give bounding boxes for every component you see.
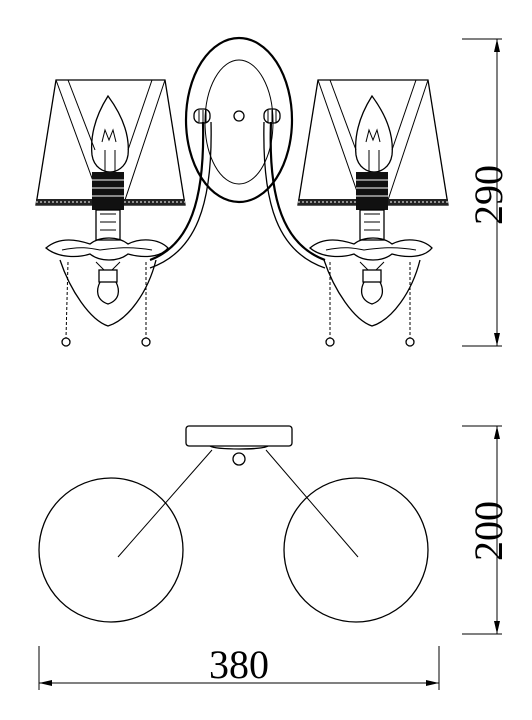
dimension-depth-label: 200 (466, 501, 511, 561)
front-view: 290 (35, 36, 511, 347)
socket-right (356, 172, 388, 241)
arm-right (263, 121, 326, 269)
top-view: 200 380 (38, 425, 511, 690)
flower-cup-right (308, 237, 433, 327)
dimension-height: 290 (462, 38, 511, 347)
lamp-right (297, 79, 449, 347)
top-shade-right (283, 477, 429, 623)
wall-backplate (184, 36, 294, 204)
arm-left (149, 121, 212, 269)
dimension-height-label: 290 (466, 165, 511, 225)
lamp-left (35, 79, 186, 347)
dimension-depth: 200 (462, 425, 511, 635)
candle-bulb-left (90, 94, 129, 173)
candle-bulb-right (354, 94, 393, 173)
socket-left (92, 172, 124, 241)
chain-right-inner (325, 262, 335, 347)
mounting-knob-left (193, 108, 211, 124)
mounting-knob-right (263, 108, 281, 124)
top-shade-left (38, 477, 184, 623)
chain-left-outer (61, 261, 71, 347)
top-arm-right (265, 449, 359, 558)
top-arm-left (117, 449, 213, 558)
dimension-width: 380 (38, 642, 440, 690)
flower-cup-left (44, 237, 169, 327)
dimension-width-label: 380 (209, 642, 269, 687)
chain-left-inner (141, 262, 151, 347)
top-wall-plate (185, 425, 293, 466)
chain-right-outer (405, 262, 415, 347)
